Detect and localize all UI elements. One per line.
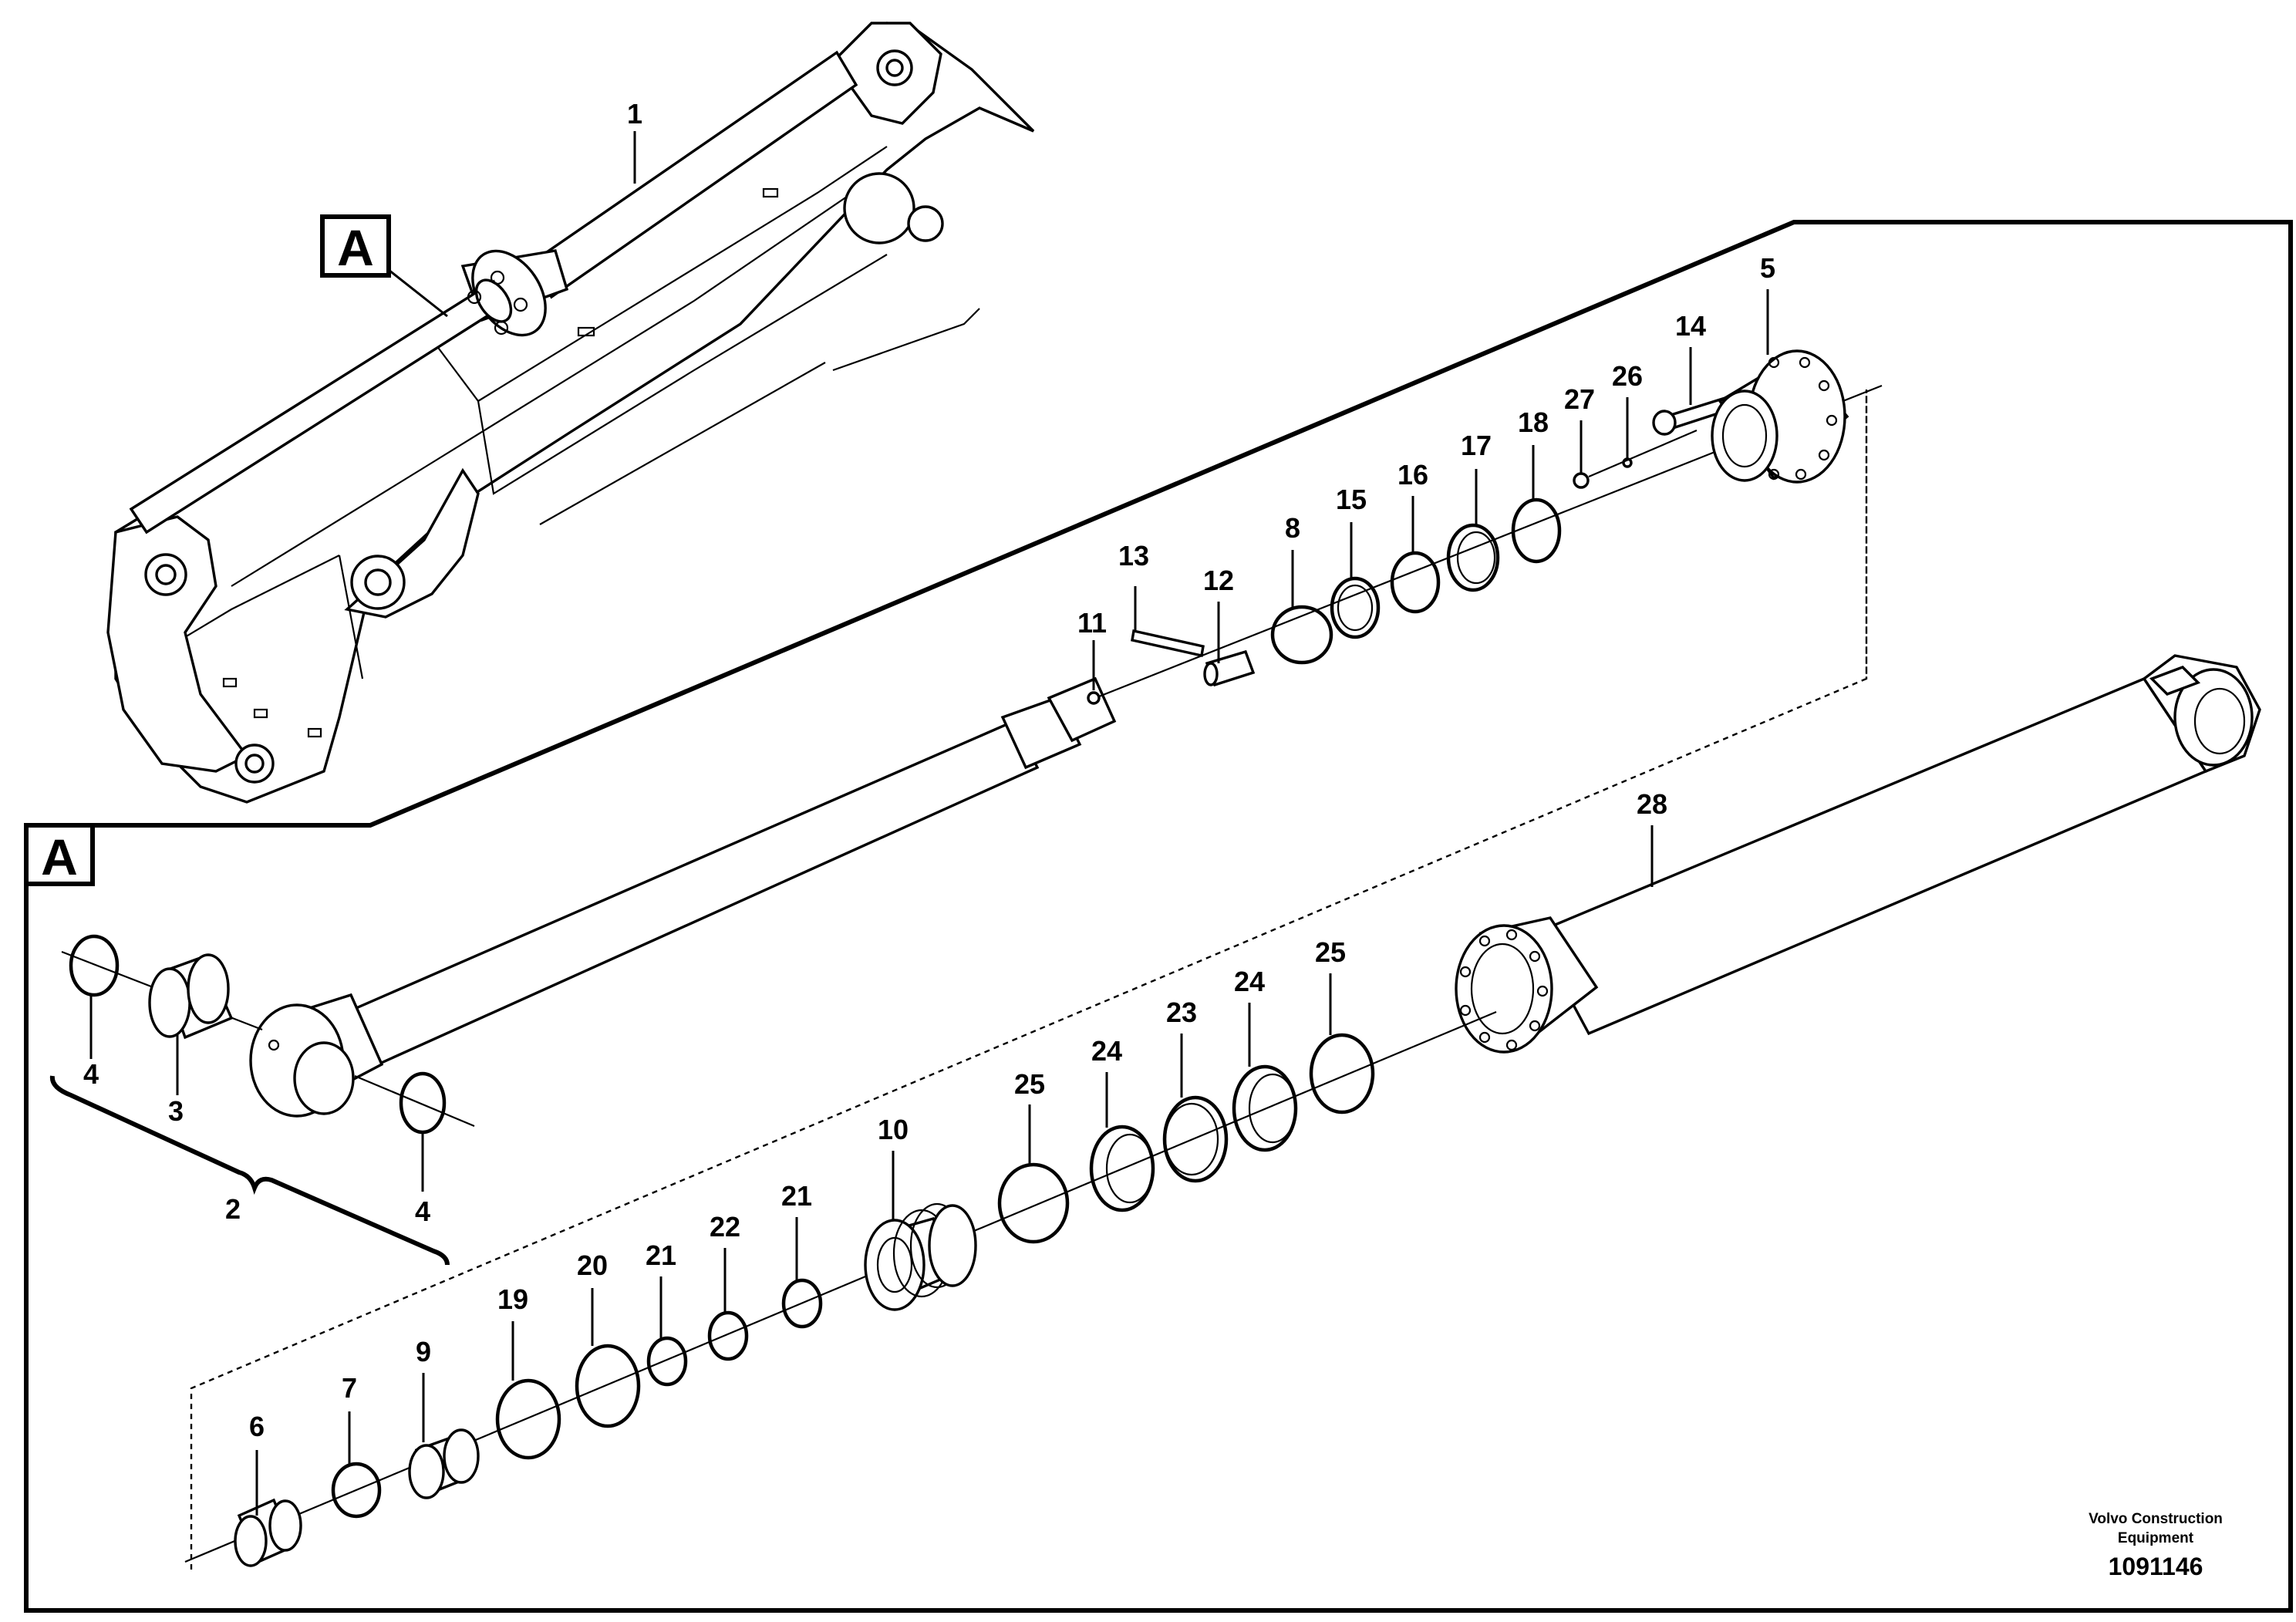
ring-15 (1330, 576, 1381, 639)
callout-4-right: 4 (415, 1195, 430, 1227)
callout-14: 14 (1675, 310, 1706, 342)
part-13 (1131, 629, 1205, 658)
callout-20: 20 (577, 1249, 608, 1281)
cylinder-head-parts (1087, 349, 1849, 705)
callout-18: 18 (1518, 406, 1549, 438)
callout-13: 13 (1118, 540, 1149, 572)
callout-1: 1 (627, 98, 642, 130)
ring-20 (575, 1344, 641, 1428)
callout-9: 9 (416, 1336, 431, 1367)
part-10-piston (864, 1202, 977, 1311)
brand-line-1: Volvo Construction (2089, 1511, 2223, 1527)
callout-7: 7 (342, 1372, 357, 1404)
ring-21a (646, 1336, 688, 1387)
part-5-cylinder-head (1711, 349, 1849, 484)
detail-frame-a (24, 220, 2293, 1613)
callout-5: 5 (1760, 252, 1775, 284)
part-27 (1573, 472, 1590, 489)
piston-group-parts (234, 1033, 1375, 1567)
callout-8: 8 (1285, 512, 1300, 544)
callout-2: 2 (225, 1193, 241, 1225)
callout-24-right: 24 (1234, 966, 1265, 997)
ring-25b (1309, 1033, 1375, 1114)
piston-group-dashed-outline (190, 389, 1868, 1570)
boom-overview-illustration (106, 22, 1035, 804)
callout-11: 11 (1077, 607, 1107, 639)
callout-19: 19 (497, 1283, 528, 1315)
callout-16: 16 (1397, 459, 1428, 491)
callout-15: 15 (1336, 484, 1367, 515)
ring-19 (495, 1378, 561, 1460)
callout-4-left: 4 (83, 1058, 99, 1090)
callout-12: 12 (1203, 565, 1234, 596)
callout-17: 17 (1461, 430, 1492, 461)
callout-10: 10 (878, 1114, 909, 1145)
ring-8 (1270, 605, 1333, 665)
callout-22: 22 (710, 1211, 740, 1243)
callout-21-right: 21 (781, 1180, 812, 1212)
callout-6: 6 (249, 1411, 265, 1442)
detail-marker-top: A (320, 214, 448, 318)
document-number: 1091146 (2109, 1553, 2203, 1580)
callout-3: 3 (168, 1095, 184, 1127)
ring-7 (331, 1462, 382, 1519)
ring-17 (1446, 523, 1500, 592)
bracket-2 (49, 1075, 450, 1266)
callout-28: 28 (1637, 788, 1667, 820)
seal-ring-4b (399, 1071, 447, 1135)
brand-line-2: Equipment (2118, 1530, 2194, 1546)
detail-marker-frame: A (24, 823, 95, 886)
callout-24-left: 24 (1091, 1035, 1122, 1067)
callout-25-left: 25 (1014, 1068, 1045, 1100)
callout-27: 27 (1564, 383, 1595, 415)
seal-ring-4a (69, 934, 120, 997)
part-28-cylinder-barrel (1455, 654, 2261, 1054)
callout-21-left: 21 (646, 1239, 676, 1271)
callout-23: 23 (1166, 996, 1197, 1028)
ring-16 (1390, 551, 1441, 614)
piston-centerline (184, 1010, 1497, 1563)
callout-25-right: 25 (1315, 936, 1346, 968)
part-11 (1087, 691, 1101, 705)
ring-18 (1511, 497, 1562, 564)
svg-text:A: A (41, 828, 78, 885)
rod-eye-bushing-parts (61, 934, 475, 1135)
callout-26: 26 (1612, 360, 1643, 392)
ring-22 (707, 1310, 749, 1361)
svg-text:A: A (337, 219, 374, 276)
ring-25a (997, 1162, 1070, 1244)
ring-21b (781, 1278, 823, 1329)
